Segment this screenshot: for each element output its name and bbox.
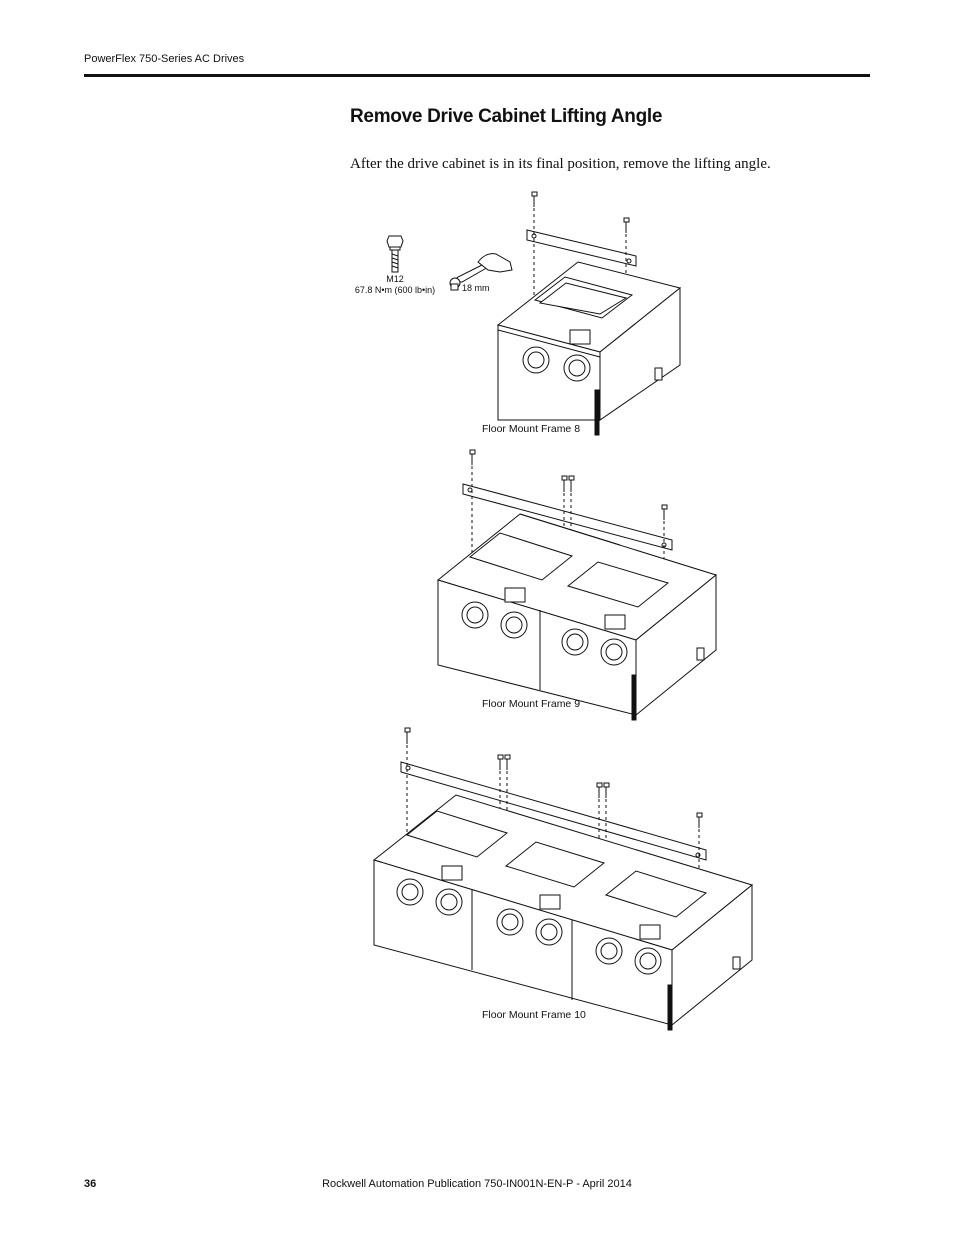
- cabinet-frame8: [498, 262, 680, 435]
- lifting-angle-frame10: [401, 762, 706, 860]
- page-number: 36: [84, 1178, 97, 1190]
- intro-paragraph: After the drive cabinet is in its final …: [350, 156, 771, 172]
- running-header: PowerFlex 750-Series AC Drives: [84, 53, 245, 65]
- publication-footer: Rockwell Automation Publication 750-IN00…: [322, 1178, 632, 1190]
- frame8-caption: Floor Mount Frame 8: [482, 423, 581, 435]
- wrench-icon: [450, 254, 512, 290]
- lifting-angle-frame8: [527, 230, 636, 266]
- cabinet-frame9: [438, 514, 716, 720]
- cabinet-frame10: [374, 795, 752, 1030]
- wrench-size-label: 18 mm: [462, 283, 490, 293]
- frame10-caption: Floor Mount Frame 10: [482, 1009, 586, 1021]
- bolts-frame10: [405, 728, 702, 828]
- section-title: Remove Drive Cabinet Lifting Angle: [350, 106, 663, 127]
- bolts-frame9: [470, 450, 667, 520]
- bolt-size-label: M12: [386, 274, 404, 284]
- torque-label: 67.8 N•m (600 lb•in): [354, 285, 436, 295]
- header-rule: [84, 74, 870, 77]
- frame9-caption: Floor Mount Frame 9: [482, 698, 581, 710]
- bolts-frame8: [532, 192, 629, 233]
- bolt-icon: [387, 236, 403, 272]
